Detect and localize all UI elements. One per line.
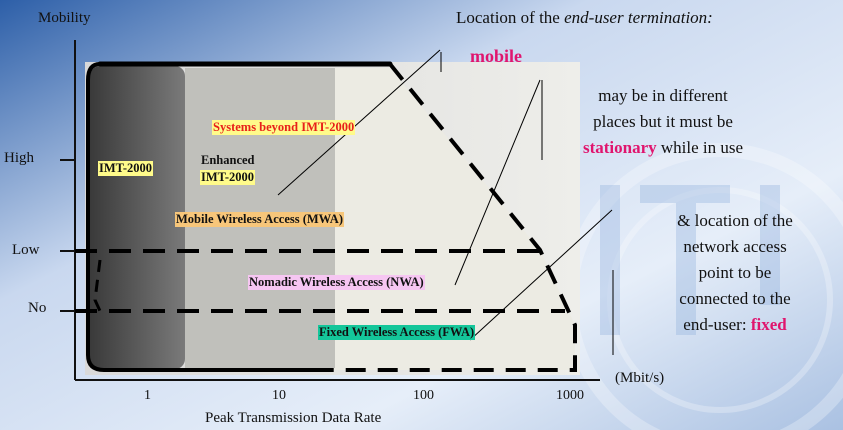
y-axis-title: Mobility: [38, 10, 91, 26]
y-tick-label-no: No: [28, 300, 47, 316]
note-nomadic: may be in different places but it must b…: [558, 83, 768, 161]
pointer-fixed: [469, 209, 613, 341]
y-tick-label-low: Low: [12, 242, 40, 258]
pointer-nomadic: [454, 79, 541, 286]
note-fixed-line3: point to be: [698, 263, 772, 282]
pointer-mobile: [277, 49, 441, 196]
label-systems-beyond: Systems beyond IMT-2000: [212, 120, 356, 135]
note-nomadic-line1: may be in different: [598, 86, 728, 105]
note-fixed-line1: & location of the: [677, 211, 793, 230]
note-fixed-line2: network access: [683, 237, 787, 256]
x-tick-label-1000: 1000: [556, 388, 584, 403]
note-fixed-prefix: end-user:: [683, 315, 751, 334]
note-nomadic-suffix: while in use: [656, 138, 744, 157]
note-stationary: stationary: [582, 138, 657, 157]
x-tick-label-10: 10: [272, 388, 286, 403]
note-fixed-line4: connected to the: [679, 289, 791, 308]
imt2000-region: [90, 66, 185, 369]
note-mobile: mobile: [470, 46, 522, 66]
itu-watermark-letters: [600, 185, 780, 335]
note-nomadic-line3: stationary while in use: [558, 135, 768, 161]
note-location-prefix: Location of the: [456, 8, 565, 27]
mobile-boundary-left: [86, 62, 330, 372]
label-enhanced-line2: IMT-2000: [200, 170, 256, 185]
label-mwa: Mobile Wireless Access (MWA): [175, 212, 344, 227]
x-tick-label-1: 1: [144, 388, 151, 403]
note-fixed-line5: end-user: fixed: [630, 312, 840, 338]
note-fixed: & location of the network access point t…: [630, 208, 840, 338]
label-enhanced-line1: Enhanced: [201, 153, 255, 167]
label-imt2000: IMT-2000: [98, 161, 154, 176]
y-tick-label-high: High: [4, 150, 34, 166]
x-axis-unit: (Mbit/s): [615, 370, 665, 386]
x-tick-label-100: 100: [413, 388, 434, 403]
nomadic-boundary: [93, 259, 102, 312]
note-location-heading: Location of the end-user termination:: [456, 8, 713, 28]
note-fixed-word: fixed: [750, 315, 787, 334]
x-axis-title: Peak Transmission Data Rate: [205, 410, 382, 426]
label-fwa: Fixed Wireless Access (FWA): [318, 325, 476, 340]
note-nomadic-line2: places but it must be: [593, 112, 733, 131]
label-nwa: Nomadic Wireless Access (NWA): [248, 275, 425, 290]
mobile-boundary-dashed: [330, 62, 577, 372]
note-location-italic: end-user termination:: [564, 8, 713, 27]
